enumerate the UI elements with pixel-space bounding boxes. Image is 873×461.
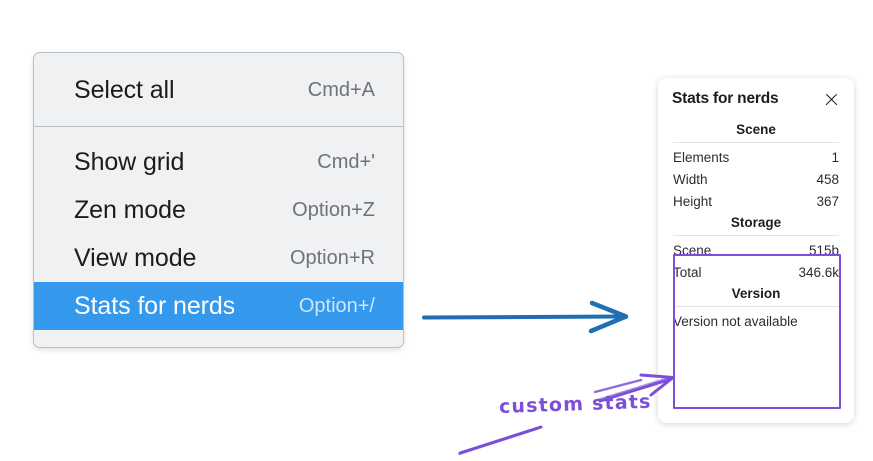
menu-item-shortcut: Option+R [289,247,375,269]
stat-row: Height 367 [672,190,840,212]
menu-item-shortcut: Cmd+A [307,79,375,101]
section-rule [673,306,839,307]
stat-row: Elements 1 [672,146,840,168]
annotation-label-custom-stats: custom stats [498,390,652,418]
stat-value: 367 [816,193,839,209]
section-heading-scene: Scene [736,122,776,137]
menu-item-stats-for-nerds[interactable]: Stats for nerds Option+/ [34,282,403,330]
menu-item-zen-mode[interactable]: Zen mode Option+Z [34,186,403,234]
menu-item-select-all[interactable]: Select all Cmd+A [34,66,403,114]
stat-value: 1 [831,149,839,165]
stat-label: Width [673,171,708,187]
menu-item-shortcut: Option+Z [292,199,375,221]
version-not-available-text: Version not available [673,314,798,329]
section-heading-version: Version [731,286,781,301]
menu-item-label: Stats for nerds [74,291,236,320]
menu-item-label: Select all [74,75,175,104]
menu-divider [34,126,403,127]
panel-header: Stats for nerds [672,90,840,108]
menu-item-label: Zen mode [74,195,186,224]
purple-underline-stroke [458,425,543,456]
stat-row: Total 346.6k [672,261,840,283]
section-rule [673,142,839,143]
menu-item-label: View mode [74,243,197,272]
menu-group-top: Select all Cmd+A [34,53,403,126]
stat-value: 515b [808,242,839,258]
menu-item-label: Show grid [74,147,185,176]
context-menu: Select all Cmd+A Show grid Cmd+' Zen mod… [33,52,404,348]
section-rule [673,235,839,236]
menu-footer [34,330,403,345]
purple-tick-stroke [593,378,643,394]
stat-label: Height [673,193,713,209]
stat-label: Elements [673,149,730,165]
close-icon[interactable] [824,92,839,107]
stats-for-nerds-panel: Stats for nerds Scene Elements 1 Width 4… [658,78,854,423]
menu-item-view-mode[interactable]: View mode Option+R [34,234,403,282]
stat-value: 458 [816,171,839,187]
blue-arrow [422,300,629,334]
stat-row: Scene 515b [672,239,840,261]
stat-row: Width 458 [672,168,840,190]
section-heading-storage: Storage [730,215,782,230]
menu-item-shortcut: Option+/ [298,295,375,317]
menu-item-shortcut: Cmd+' [317,151,375,173]
menu-group-bottom: Show grid Cmd+' Zen mode Option+Z View m… [34,127,403,330]
panel-title: Stats for nerds [672,90,779,107]
menu-item-show-grid[interactable]: Show grid Cmd+' [34,138,403,186]
stat-label: Total [673,264,702,280]
stat-label: Scene [673,242,712,258]
stat-value: 346.6k [798,264,839,280]
